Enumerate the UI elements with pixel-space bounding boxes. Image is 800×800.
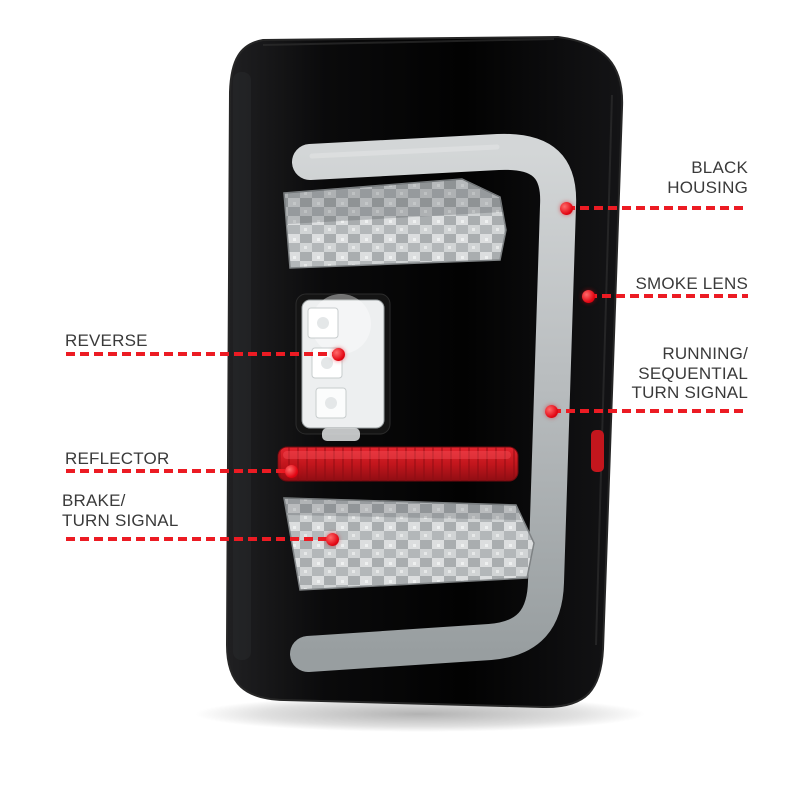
callout-dot-black-housing — [560, 202, 573, 215]
callout-line-brake-signal — [66, 537, 332, 541]
callout-line-reverse — [66, 352, 338, 356]
light-bar-highlight — [309, 144, 500, 159]
led-light-bar — [290, 133, 577, 672]
side-marker-reflector — [591, 430, 604, 472]
callout-dot-reverse — [332, 348, 345, 361]
housing-top-edge — [262, 38, 555, 46]
lower-lens-smoke-tint — [284, 498, 521, 520]
callout-label-black-housing: BLACK HOUSING — [667, 158, 748, 197]
callout-line-reflector — [66, 469, 291, 473]
callout-dot-smoke-lens — [582, 290, 595, 303]
reverse-lens-tail — [322, 428, 360, 441]
callout-line-black-housing — [566, 206, 748, 210]
callout-dot-reflector — [285, 465, 298, 478]
reflector-highlight — [283, 451, 511, 459]
lower-lens — [283, 497, 535, 591]
callout-label-brake-signal: BRAKE/ TURN SIGNAL — [62, 491, 179, 530]
reverse-led-dot-1 — [317, 317, 329, 329]
reverse-led-dot-3 — [325, 397, 337, 409]
housing-right-sheen — [595, 94, 613, 646]
upper-lens — [283, 178, 507, 269]
callout-label-reverse: REVERSE — [65, 331, 148, 350]
callout-dot-brake-signal — [326, 533, 339, 546]
reflector-texture — [278, 447, 518, 481]
callout-label-smoke-lens: SMOKE LENS — [635, 274, 748, 293]
callout-label-reflector: REFLECTOR — [65, 449, 170, 468]
callout-label-running-signal: RUNNING/ SEQUENTIAL TURN SIGNAL — [631, 344, 748, 403]
callout-dot-running-signal — [545, 405, 558, 418]
reverse-led-dot-2 — [321, 357, 333, 369]
upper-lens-smoke-tint — [284, 179, 503, 224]
housing-left-sheen — [233, 72, 251, 660]
callout-line-smoke-lens — [588, 294, 748, 298]
callout-line-running-signal — [552, 409, 748, 413]
